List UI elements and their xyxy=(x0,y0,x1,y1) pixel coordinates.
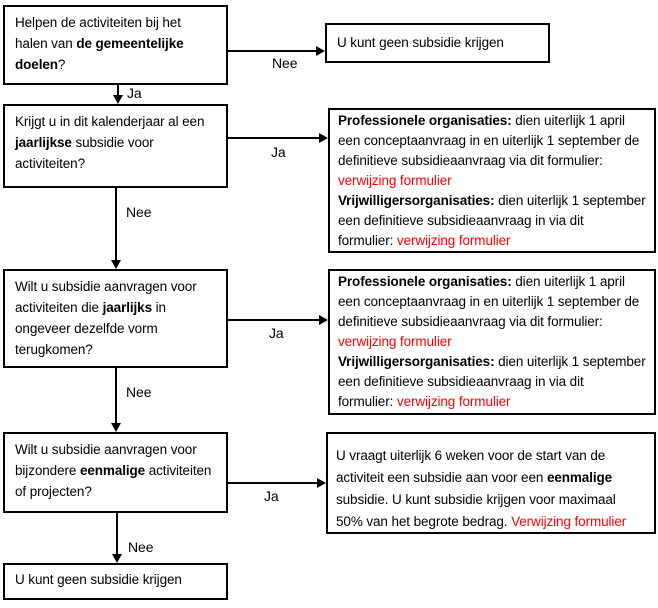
text-segment: Vrijwilligersorganisaties: xyxy=(338,193,495,208)
connector-label-ja: Ja xyxy=(127,85,142,101)
connector-label-nee: Nee xyxy=(126,204,152,220)
connector-q2-q3: Nee xyxy=(111,188,152,269)
text-segment: activiteiten die xyxy=(15,300,103,315)
text-segment: Wilt u subsidie aanvragen voor xyxy=(15,442,197,457)
text-segment: Professionele organisaties: xyxy=(338,113,512,128)
text-segment: in xyxy=(152,300,166,315)
text-segment: Vrijwilligersorganisaties: xyxy=(338,354,495,369)
text-segment: de gemeentelijke xyxy=(76,36,184,51)
text-segment: of projecten? xyxy=(15,484,92,499)
text-segment: doelen xyxy=(15,57,58,72)
text-segment: formulier: xyxy=(338,233,397,248)
arrowhead-down-icon xyxy=(113,95,123,104)
arrowhead-down-icon xyxy=(111,423,121,432)
text-segment: definitieve subsidieaanvraag via dit for… xyxy=(338,314,603,329)
connector-q1-q2: Ja xyxy=(113,85,142,104)
text-segment: definitieve subsidieaanvraag via dit for… xyxy=(338,153,603,168)
text-segment: subsidie voor xyxy=(71,135,154,150)
text-segment: een conceptaanvraag in en uiterlijk 1 se… xyxy=(338,294,640,309)
text-segment: jaarlijkse xyxy=(15,135,72,150)
text-segment: activiteiten xyxy=(145,463,212,478)
text-segment: ongeveer dezelfde vorm xyxy=(15,321,158,336)
connector-label-ja: Ja xyxy=(269,325,284,341)
text-segment: terugkomen? xyxy=(15,342,93,357)
text-segment: activiteit een subsidie aan voor een xyxy=(336,470,547,485)
text-segment: Krijgt u in dit kalenderjaar al een xyxy=(15,114,205,129)
text-segment: subsidie. U kunt subsidie krijgen voor m… xyxy=(336,492,616,507)
connector-q2-r2: Ja xyxy=(228,133,328,160)
text-segment: eenmalige xyxy=(546,470,613,485)
text-segment: dien uiterlijk 1 september xyxy=(494,193,646,208)
node-question-jaarlijks-terugkerend: Wilt u subsidie aanvragen voor activiteit… xyxy=(3,269,228,368)
text-segment: dien uiterlijk 1 september xyxy=(494,354,646,369)
text-segment: U vraagt uiterlijk 6 weken voor de start… xyxy=(336,448,606,463)
text-segment: halen van xyxy=(15,36,77,51)
connector-q1-r1: Nee xyxy=(228,46,325,71)
connector-q3-q4: Nee xyxy=(111,368,152,432)
node-result-eenmalige-subsidie: U vraagt uiterlijk 6 weken voor de start… xyxy=(326,432,656,534)
node-result-geen-subsidie-top: U kunt geen subsidie krijgen xyxy=(325,23,550,63)
text-segment: bijzondere xyxy=(15,463,80,478)
text-segment: een conceptaanvraag in en uiterlijk 1 se… xyxy=(338,133,640,148)
text-segment: activiteiten? xyxy=(15,156,85,171)
text-segment: ? xyxy=(57,57,66,72)
form-reference-link[interactable]: verwijzing formulier xyxy=(338,173,452,188)
connector-label-ja: Ja xyxy=(264,488,279,504)
node-result-terugkerende-aanvraag: Professionele organisaties: dien uiterli… xyxy=(328,269,656,415)
connector-q4-q5: Nee xyxy=(112,513,154,563)
connector-q3-r3: Ja xyxy=(228,315,328,341)
text-segment: dien uiterlijk 1 april xyxy=(511,113,625,128)
connector-label-nee: Nee xyxy=(126,384,152,400)
node-result-geen-subsidie-bottom: U kunt geen subsidie krijgen xyxy=(3,563,228,600)
arrowhead-down-icon xyxy=(112,554,122,563)
text-segment: Wilt u subsidie aanvragen voor xyxy=(15,279,197,294)
connector-label-nee: Nee xyxy=(272,55,298,71)
node-question-jaarlijkse-subsidie: Krijgt u in dit kalenderjaar al een jaarl… xyxy=(3,104,228,188)
text-segment: formulier: xyxy=(338,394,397,409)
arrowhead-right-icon xyxy=(319,133,328,143)
text-segment: een definitieve subsidieaanvraag in via … xyxy=(338,374,584,389)
connector-q4-r4: Ja xyxy=(228,478,326,504)
form-reference-link[interactable]: verwijzing formulier xyxy=(396,233,511,248)
text-segment: Helpen de activiteiten bij het xyxy=(15,15,181,30)
arrowhead-right-icon xyxy=(319,315,328,325)
text-segment: dien uiterlijk 1 april xyxy=(511,274,625,289)
connector-label-nee: Nee xyxy=(128,539,154,555)
text-segment: jaarlijks xyxy=(102,300,152,315)
arrowhead-right-icon xyxy=(316,46,325,56)
arrowhead-down-icon xyxy=(111,260,121,269)
text-segment: een definitieve subsidieaanvraag in via … xyxy=(338,213,584,228)
node-question-eenmalige-activiteiten: Wilt u subsidie aanvragen voor bijzondere… xyxy=(3,432,228,513)
connector-label-ja: Ja xyxy=(271,144,286,160)
arrowhead-right-icon xyxy=(317,478,326,488)
text-segment: Professionele organisaties: xyxy=(338,274,512,289)
form-reference-link[interactable]: verwijzing formulier xyxy=(338,334,452,349)
text-segment: U kunt geen subsidie krijgen xyxy=(15,572,182,587)
node-result-jaarlijkse-aanvraag: Professionele organisaties: dien uiterli… xyxy=(328,108,656,253)
text-segment: 50% van het begrote bedrag. xyxy=(336,514,512,529)
form-reference-link[interactable]: verwijzing formulier xyxy=(396,394,511,409)
form-reference-link[interactable]: Verwijzing formulier xyxy=(511,514,627,529)
text-segment: U kunt geen subsidie krijgen xyxy=(337,35,504,50)
text-segment: eenmalige xyxy=(79,463,146,478)
